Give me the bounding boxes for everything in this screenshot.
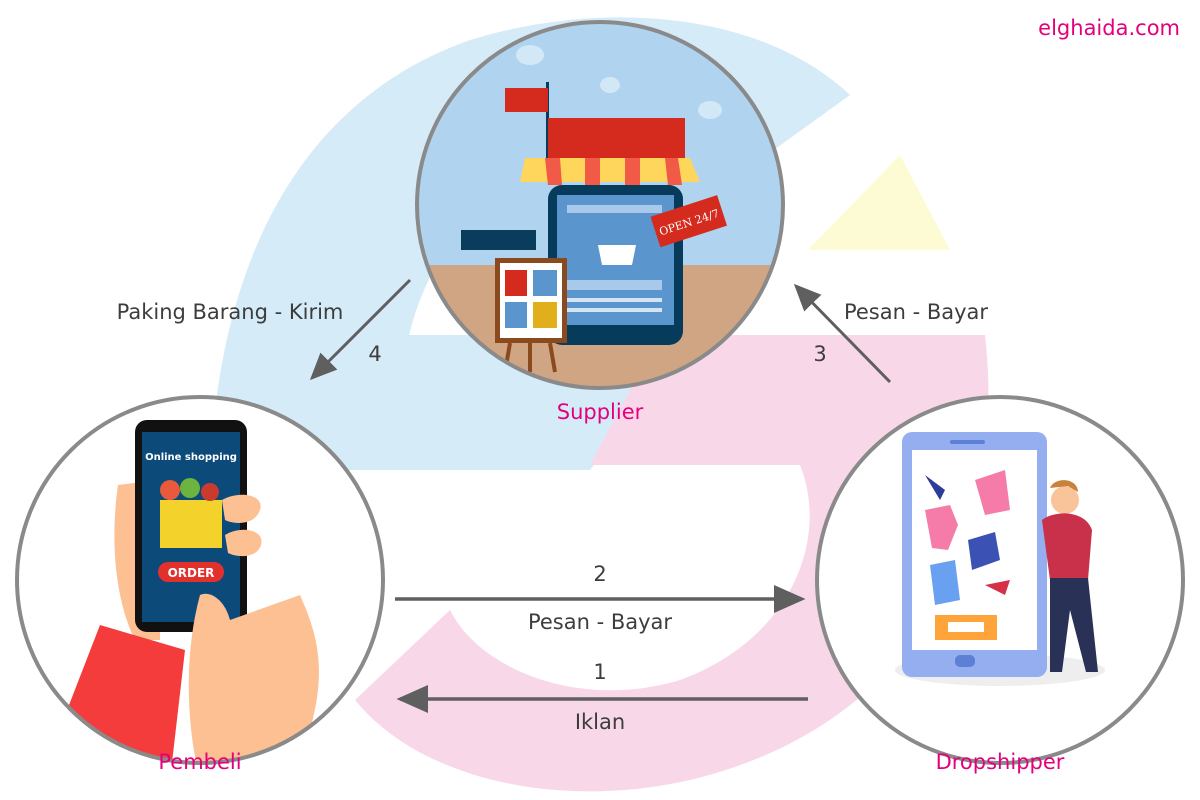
order-button (158, 562, 224, 582)
node-label-dropshipper: Dropshipper (935, 750, 1065, 774)
supplier-illustration: OPEN 24/7 (417, 22, 783, 388)
order-button-label: ORDER (168, 566, 215, 580)
step-2-label: Pesan - Bayar (527, 610, 673, 634)
phone-screen-title: Online shopping (145, 452, 237, 463)
step-2-number: 2 (593, 562, 607, 586)
yellow-triangle (808, 155, 950, 250)
pembeli-illustration: Online shopping ORDER (17, 397, 383, 763)
node-label-pembeli: Pembeli (158, 750, 242, 774)
arrow-step-4 (309, 278, 412, 381)
pembeli-circle (15, 395, 385, 765)
step-3-label: Pesan - Bayar (843, 300, 989, 324)
step-1-number: 1 (593, 660, 607, 684)
node-label-supplier: Supplier (556, 400, 644, 424)
step-4-label: Paking Barang - Kirim (116, 300, 344, 324)
dropshipper-illustration (817, 397, 1183, 763)
dropshipper-circle (815, 395, 1185, 765)
step-3-number: 3 (813, 342, 827, 366)
pink-arc-shape (355, 335, 989, 792)
arrow-step-3 (793, 283, 892, 384)
supplier-circle (415, 20, 785, 390)
brand-watermark: elghaida.com (1038, 16, 1180, 40)
step-4-number: 4 (368, 342, 382, 366)
step-1-label: Iklan (574, 710, 626, 734)
